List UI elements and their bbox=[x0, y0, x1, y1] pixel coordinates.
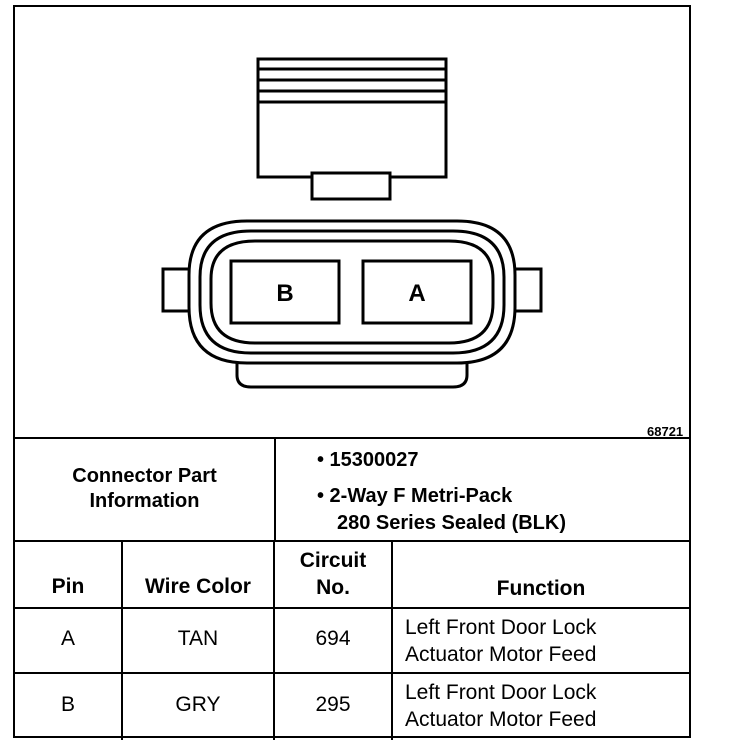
header-circuit-no: Circuit No. bbox=[299, 549, 367, 599]
divider-header bbox=[15, 607, 689, 609]
divider-col-color bbox=[273, 540, 275, 740]
row-b-circuit: 295 bbox=[315, 693, 351, 716]
cavity-b bbox=[229, 259, 341, 325]
part-number: • 15300027 bbox=[317, 449, 419, 471]
divider-info-vertical bbox=[274, 437, 276, 542]
row-b-wire-color: GRY bbox=[175, 693, 221, 716]
figure-number: 68721 bbox=[647, 424, 684, 439]
pin-label-b: B bbox=[276, 280, 293, 307]
row-b-function: Left Front Door Lock Actuator Motor Feed bbox=[405, 681, 597, 731]
row-a-circuit: 694 bbox=[315, 627, 351, 650]
row-a-function: Left Front Door Lock Actuator Motor Feed bbox=[405, 616, 597, 666]
divider-info bbox=[15, 540, 689, 542]
pin-label-a: A bbox=[408, 280, 425, 307]
row-b-pin: B bbox=[60, 693, 75, 716]
connector-diagram: B A bbox=[161, 57, 543, 389]
divider-row-a bbox=[15, 672, 689, 674]
divider-figure bbox=[15, 437, 689, 439]
connector-sheet: B A 68721 Connector Part Information • 1… bbox=[13, 5, 691, 740]
connector-description-line1: • 2-Way F Metri-Pack bbox=[317, 485, 513, 507]
header-function: Function bbox=[496, 577, 586, 600]
divider-col-circuit bbox=[391, 540, 393, 740]
connector-body bbox=[161, 57, 543, 389]
header-pin: Pin bbox=[51, 575, 85, 598]
divider-col-pin bbox=[121, 540, 123, 740]
row-a-wire-color: TAN bbox=[177, 627, 219, 650]
cavity-a bbox=[361, 259, 473, 325]
connector-description-line2: 280 Series Sealed (BLK) bbox=[337, 512, 566, 534]
header-wire-color: Wire Color bbox=[145, 575, 251, 598]
row-a-pin: A bbox=[60, 627, 75, 650]
connector-info-label: Connector Part Information bbox=[72, 465, 217, 512]
